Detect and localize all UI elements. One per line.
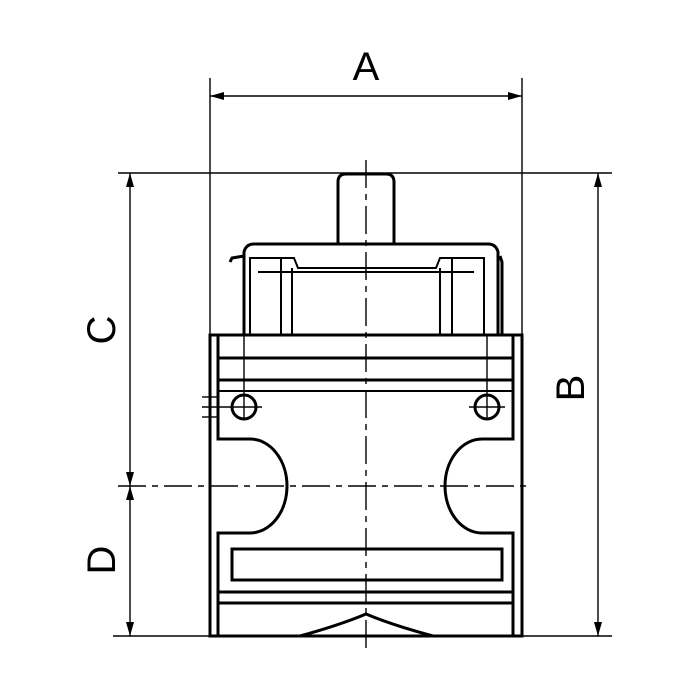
mounting-hole-right	[469, 393, 505, 421]
dimension-label-a: A	[353, 45, 380, 89]
center-lines	[118, 160, 532, 648]
dimension-label-d: D	[80, 546, 124, 575]
push-button	[336, 172, 396, 244]
mounting-hole-left	[202, 393, 262, 421]
dimension-c: C	[80, 173, 134, 486]
cap	[228, 242, 504, 335]
dimension-label-b: B	[549, 375, 593, 402]
dimension-label-c: C	[80, 316, 124, 345]
body	[208, 333, 524, 638]
dimension-a: A	[210, 45, 522, 100]
v-notch	[299, 612, 434, 638]
dimension-d: D	[80, 486, 134, 636]
dimension-b: B	[549, 173, 602, 636]
label-plate	[230, 547, 504, 582]
